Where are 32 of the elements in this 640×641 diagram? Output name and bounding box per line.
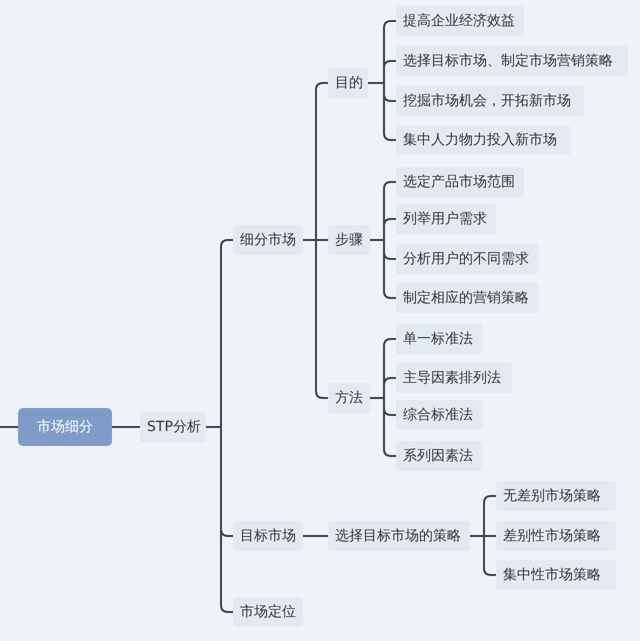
root-topic-box: 市场细分 [18,408,112,446]
topic-box: 步骤 [328,225,370,255]
topic-box: 市场定位 [233,597,303,627]
topic-box: 系列因素法 [396,441,482,471]
topic-box: 主导因素排列法 [396,363,512,393]
topic-box: 挖掘市场机会，开拓新市场 [396,86,584,116]
topic-box: 制定相应的营销策略 [396,283,538,313]
connector-line [469,535,497,576]
topic-box: 无差别市场策略 [496,481,616,511]
topic-box: 综合标准法 [396,400,482,430]
connector-line [369,239,397,299]
topic-box: 目的 [328,68,368,98]
topic-box: 选择目标市场的策略 [328,521,470,551]
topic-box: 列举用户需求 [396,204,496,234]
connector-line [369,397,397,457]
topic-box: 方法 [328,383,370,413]
topic-box: 提高企业经济效益 [396,6,524,36]
topic-box: 选定产品市场范围 [396,167,524,197]
topic-box: 目标市场 [233,521,303,551]
topic-box: 单一标准法 [396,324,482,354]
connector-line [0,426,18,428]
connector-line [302,239,329,399]
connector-line [205,426,234,613]
topic-box: 分析用户的不同需求 [396,244,538,274]
topic-box: 细分市场 [233,225,303,255]
topic-box: 集中人力物力投入新市场 [396,125,570,155]
topic-box: 差别性市场策略 [496,521,616,551]
topic-box: 集中性市场策略 [496,560,616,590]
topic-box: STP分析 [140,412,206,442]
topic-box: 选择目标市场、制定市场营销策略 [396,46,628,76]
connector-line [112,426,140,428]
connector-line [303,535,328,537]
